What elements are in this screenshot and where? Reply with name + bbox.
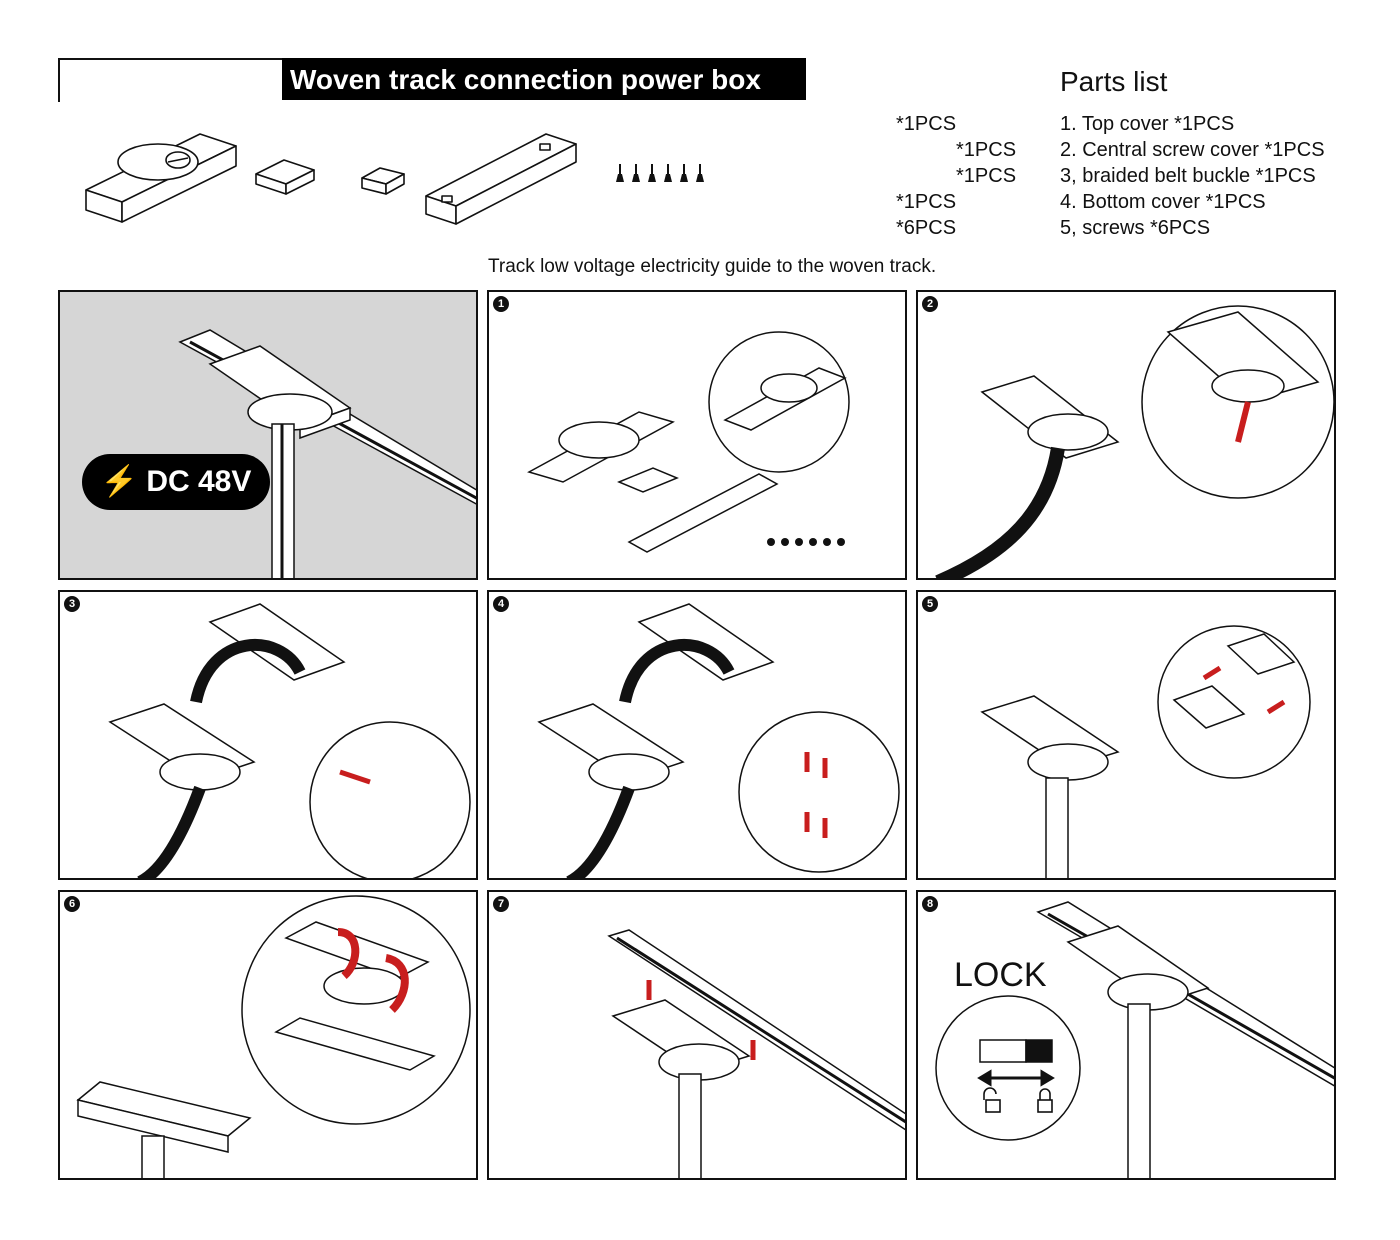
step-number: 2 [922, 296, 938, 312]
step-number: 1 [493, 296, 509, 312]
panel-step-1: 1 [487, 290, 907, 580]
quantity-bottom-cover: *1PCS [896, 191, 957, 213]
part-item-top-cover: 1. Top cover *1PCS [1060, 113, 1235, 135]
panel-step-5: 5 [916, 590, 1336, 880]
quantity-top-cover: *1PCS [896, 113, 957, 135]
step-number: 4 [493, 596, 509, 612]
step-5-illustration [980, 625, 1311, 878]
panel-step-7: 7 [487, 890, 907, 1180]
part-item-screws: 5, screws *6PCS [1060, 217, 1211, 239]
step-8-illustration [935, 901, 1334, 1178]
step-2-illustration [935, 305, 1334, 578]
page-title: Woven track connection power box [282, 58, 806, 100]
title-frame [58, 58, 286, 102]
guide-subtitle: Track low voltage electricity guide to t… [488, 256, 937, 277]
step-number: 6 [64, 896, 80, 912]
panel-overview: ⚡ DC 48V [58, 290, 478, 580]
parts-illustration [85, 133, 704, 225]
quantity-screws: *6PCS [896, 217, 957, 239]
step-4-illustration [537, 603, 900, 878]
panel-step-8: 8 LOCK [916, 890, 1336, 1180]
lock-label: LOCK [954, 956, 1047, 994]
track-illustration [178, 329, 476, 578]
panel-step-3: 3 [58, 590, 478, 880]
unlock-icon [985, 1099, 1001, 1113]
voltage-badge: ⚡ DC 48V [82, 454, 270, 510]
step-6-illustration [76, 895, 471, 1178]
part-item-screw-cover: 2. Central screw cover *1PCS [1060, 139, 1325, 161]
step-1-illustration [527, 331, 850, 553]
quantity-belt-buckle: *1PCS [956, 165, 1017, 187]
step-number: 8 [922, 896, 938, 912]
panel-step-4: 4 [487, 590, 907, 880]
parts-list-heading: Parts list [1060, 66, 1168, 97]
part-item-belt-buckle: 3, braided belt buckle *1PCS [1060, 165, 1316, 187]
panel-step-2: 2 [916, 290, 1336, 580]
step-number: 3 [64, 596, 80, 612]
step-number: 7 [493, 896, 509, 912]
step-3-illustration [108, 603, 471, 878]
lock-icon [1037, 1099, 1053, 1113]
lightning-icon: ⚡ [100, 465, 138, 498]
voltage-label: DC 48V [146, 465, 252, 498]
part-item-bottom-cover: 4. Bottom cover *1PCS [1060, 191, 1266, 213]
step-number: 5 [922, 596, 938, 612]
panel-step-6: 6 [58, 890, 478, 1180]
step-7-illustration [607, 929, 905, 1178]
quantity-screw-cover: *1PCS [956, 139, 1017, 161]
